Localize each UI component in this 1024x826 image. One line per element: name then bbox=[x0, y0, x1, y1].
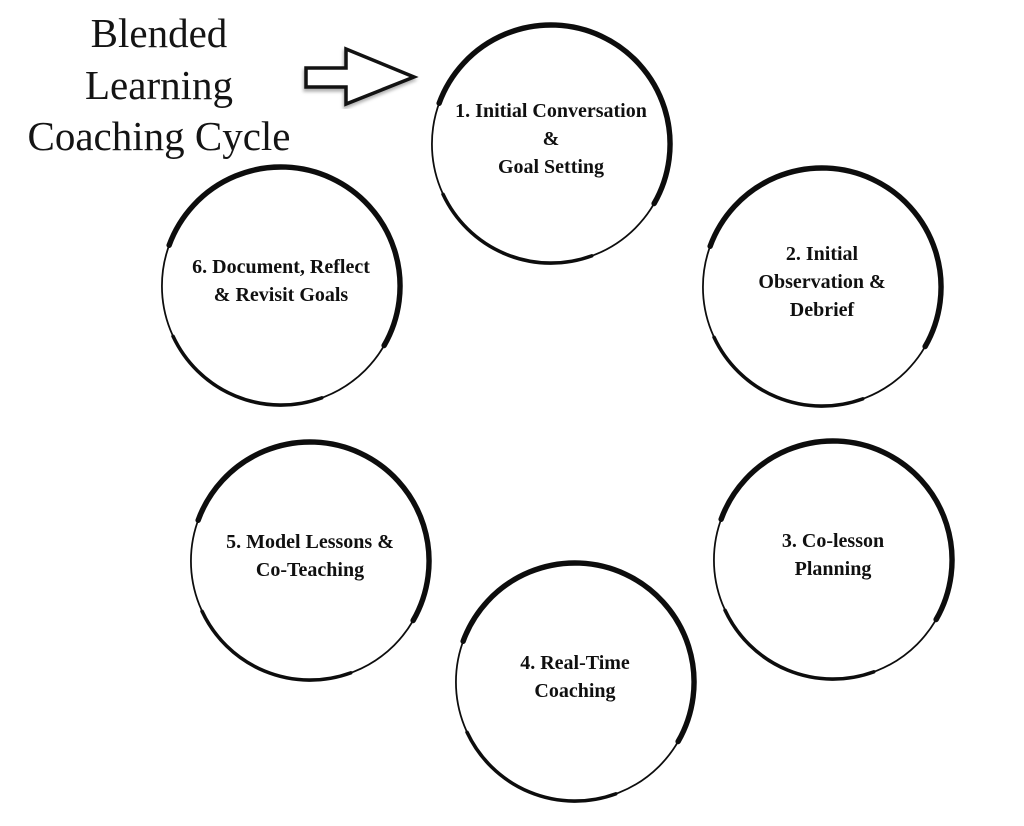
cycle-step-5-label: 5. Model Lessons & Co-Teaching bbox=[226, 531, 394, 581]
cycle-step-2: 2. Initial Observation & Debrief bbox=[699, 164, 945, 410]
cycle-step-5: 5. Model Lessons & Co-Teaching bbox=[187, 438, 433, 684]
cycle-step-6-label: 6. Document, Reflect & Revisit Goals bbox=[192, 256, 370, 306]
cycle-step-3: 3. Co-lesson Planning bbox=[710, 437, 956, 683]
right-arrow-icon bbox=[304, 46, 419, 107]
cycle-step-6: 6. Document, Reflect & Revisit Goals bbox=[158, 163, 404, 409]
cycle-step-2-label: 2. Initial Observation & Debrief bbox=[758, 243, 886, 321]
cycle-step-4-label: 4. Real-Time Coaching bbox=[520, 652, 630, 702]
cycle-step-3-label: 3. Co-lesson Planning bbox=[781, 530, 885, 580]
cycle-step-1-label: 1. Initial Conversation & Goal Setting bbox=[455, 100, 647, 178]
cycle-step-4: 4. Real-Time Coaching bbox=[452, 559, 698, 805]
diagram-title: Blended Learning Coaching Cycle bbox=[27, 10, 291, 160]
cycle-step-1: 1. Initial Conversation & Goal Setting bbox=[428, 21, 674, 267]
